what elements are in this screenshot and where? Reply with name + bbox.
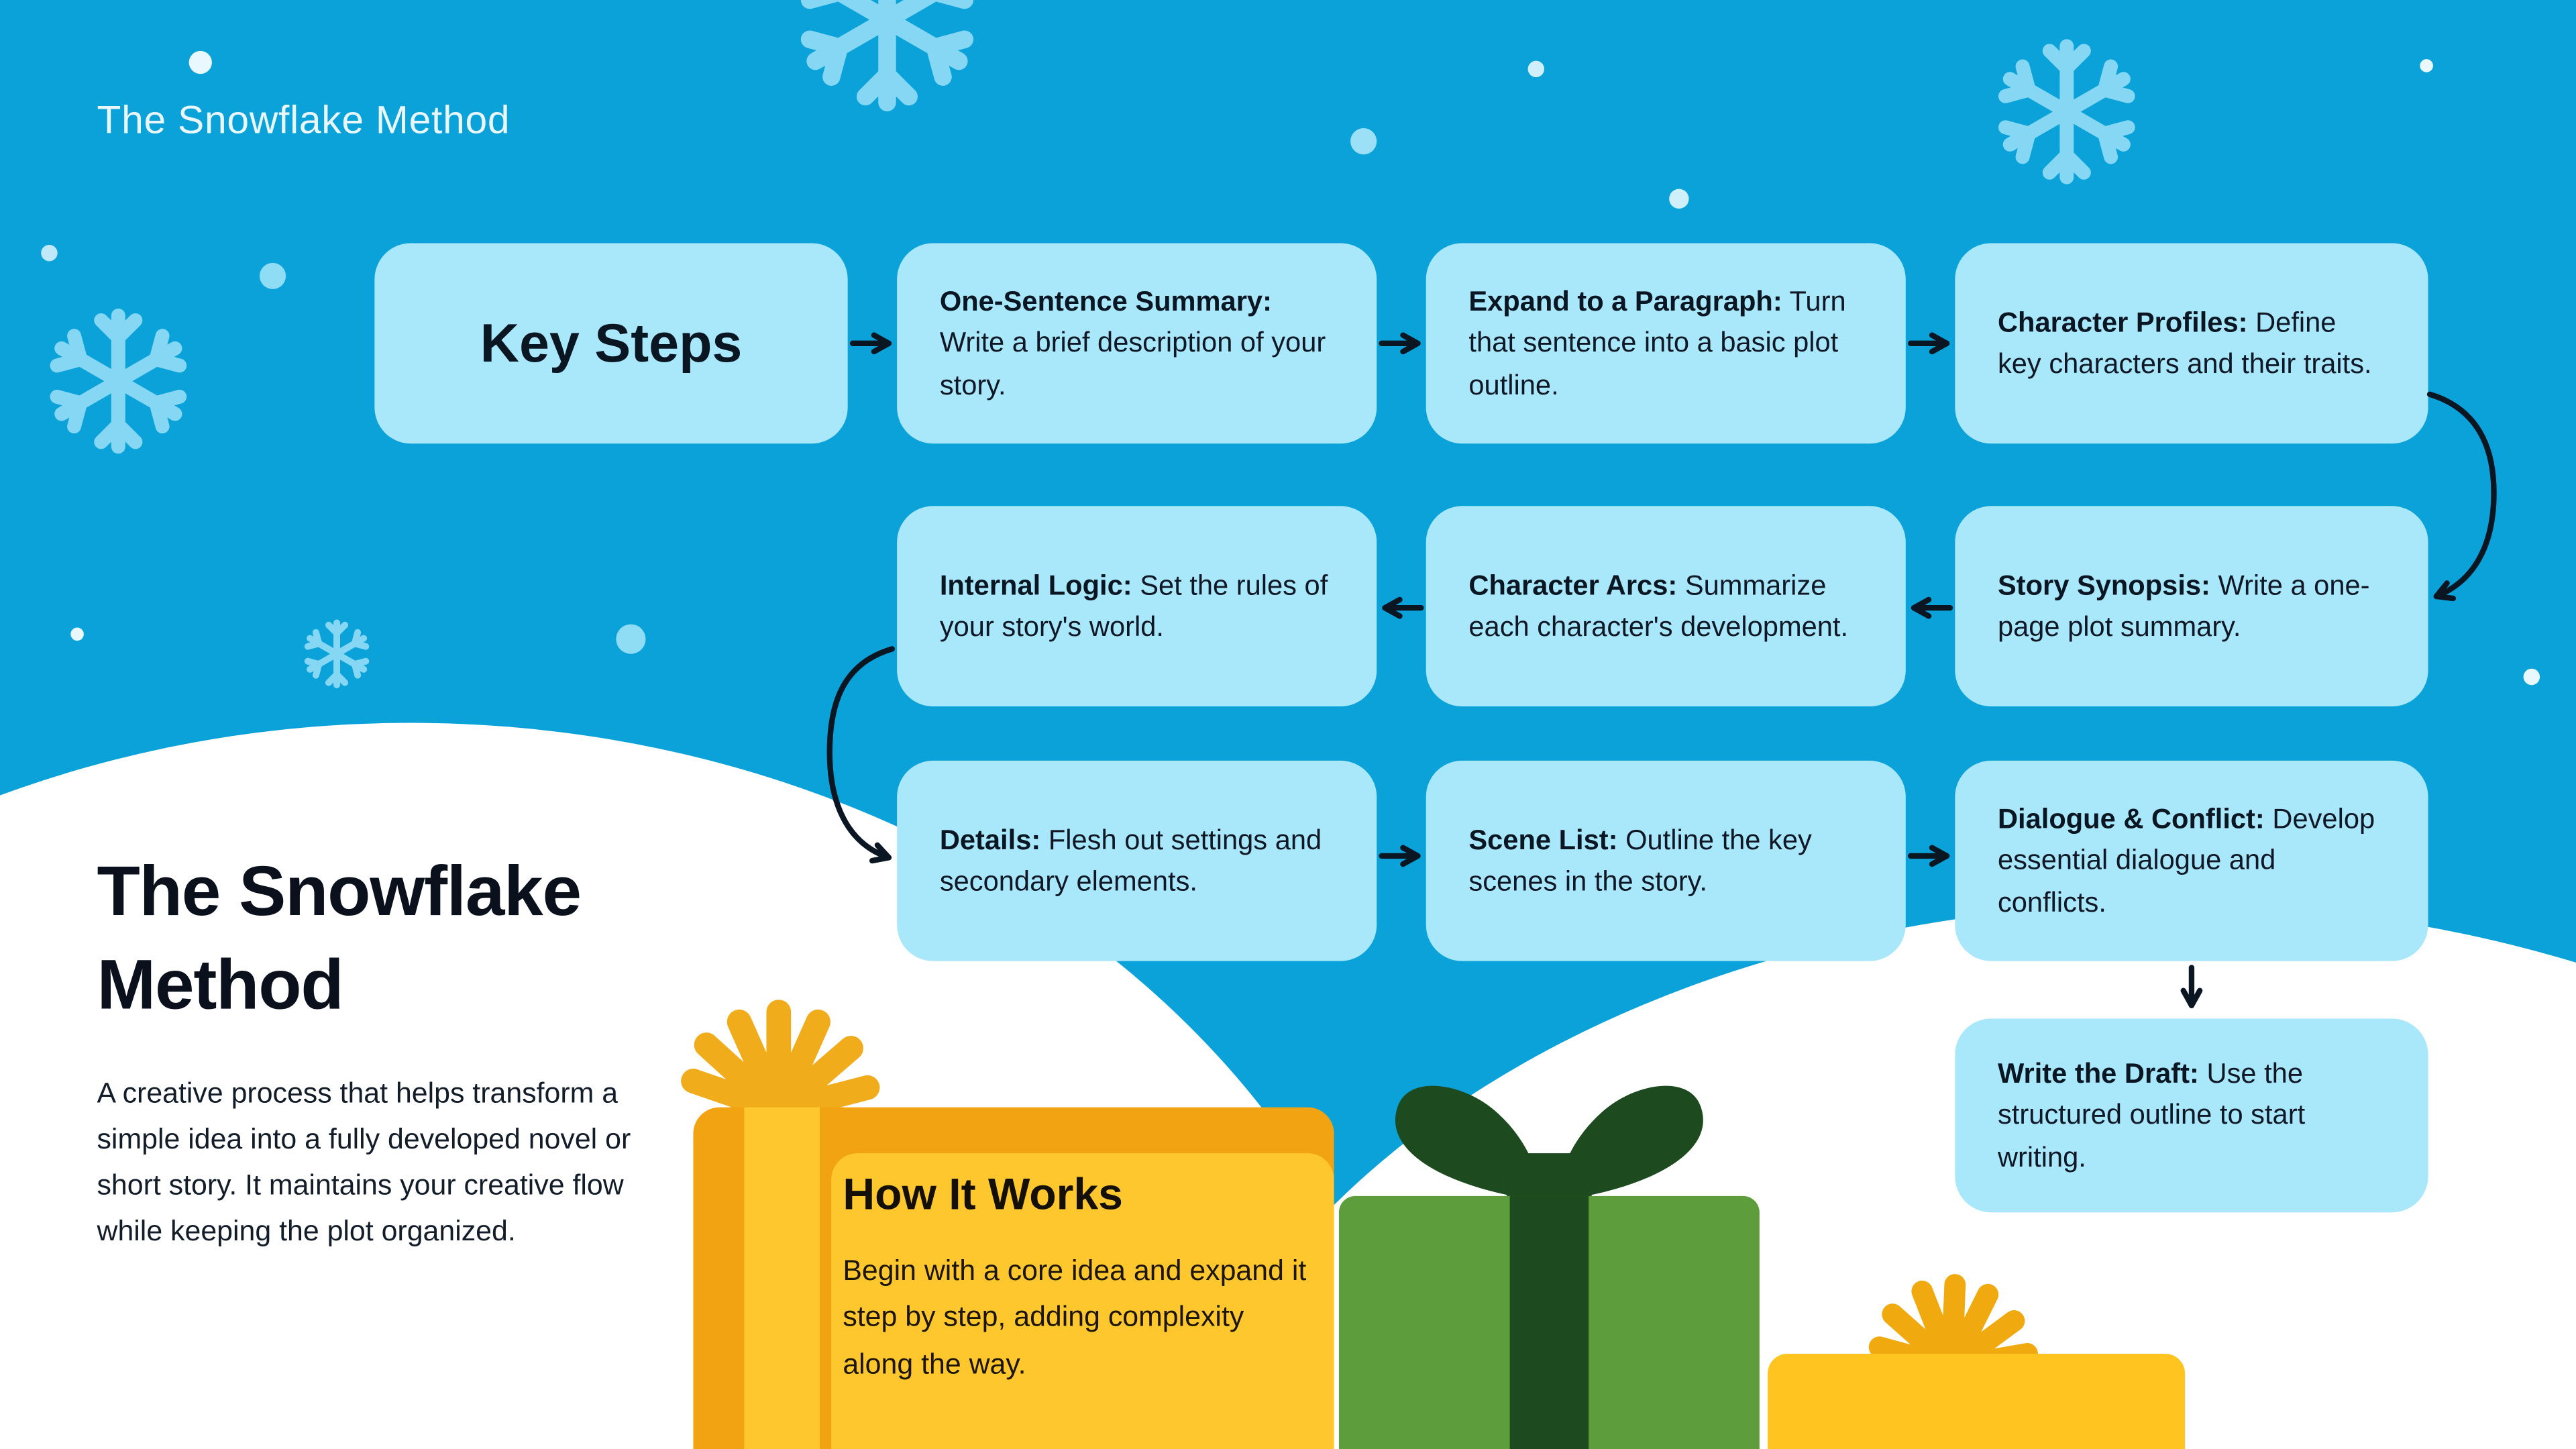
flow-box-expand-paragraph: Expand to a Paragraph: Turn that sentenc…: [1426, 243, 1906, 444]
flow-box-text: Character Arcs: Summarize each character…: [1468, 569, 1849, 643]
how-it-works-body: Begin with a core idea and expand it ste…: [843, 1253, 1307, 1380]
key-steps-label: Key Steps: [480, 312, 743, 374]
flow-box-text: Details: Flesh out settings and secondar…: [939, 824, 1322, 898]
flow-box-story-synopsis: Story Synopsis: Write a one-page plot su…: [1955, 506, 2428, 707]
flow-box-character-profiles: Character Profiles: Define key character…: [1955, 243, 2428, 444]
flow-box-text: Dialogue & Conflict: Develop essential d…: [1997, 802, 2375, 918]
flow-box-details: Details: Flesh out settings and secondar…: [897, 760, 1377, 961]
flow-box-text: One-Sentence Summary: Write a brief desc…: [939, 285, 1326, 400]
flow-box-scene-list: Scene List: Outline the key scenes in th…: [1426, 760, 1906, 961]
intro-body: A creative process that helps transform …: [97, 1075, 631, 1246]
flow-box-character-arcs: Character Arcs: Summarize each character…: [1426, 506, 1906, 707]
page-title: The Snowflake Method: [97, 98, 511, 144]
flow-box-text: Scene List: Outline the key scenes in th…: [1468, 824, 1812, 898]
flow-box-dialogue-conflict: Dialogue & Conflict: Develop essential d…: [1955, 760, 2428, 961]
flow-box-key-steps: Key Steps: [374, 243, 848, 444]
flow-box-write-draft: Write the Draft: Use the structured outl…: [1955, 1018, 2428, 1213]
flow-box-one-sentence-summary: One-Sentence Summary: Write a brief desc…: [897, 243, 1377, 444]
intro-section: The Snowflake Method A creative process …: [97, 846, 721, 1252]
how-it-works-title: How It Works: [843, 1169, 1123, 1220]
flow-box-text: Write the Draft: Use the structured outl…: [1997, 1057, 2306, 1173]
flow-box-text: Character Profiles: Define key character…: [1997, 306, 2372, 380]
flow-box-text: Story Synopsis: Write a one-page plot su…: [1997, 569, 2370, 643]
flow-box-text: Expand to a Paragraph: Turn that sentenc…: [1468, 285, 1846, 400]
intro-title: The Snowflake Method: [97, 853, 582, 1025]
how-it-works-section: How It Works Begin with a core idea and …: [843, 1170, 1309, 1387]
flow-box-text: Internal Logic: Set the rules of your st…: [939, 569, 1328, 643]
flow-box-internal-logic: Internal Logic: Set the rules of your st…: [897, 506, 1377, 707]
